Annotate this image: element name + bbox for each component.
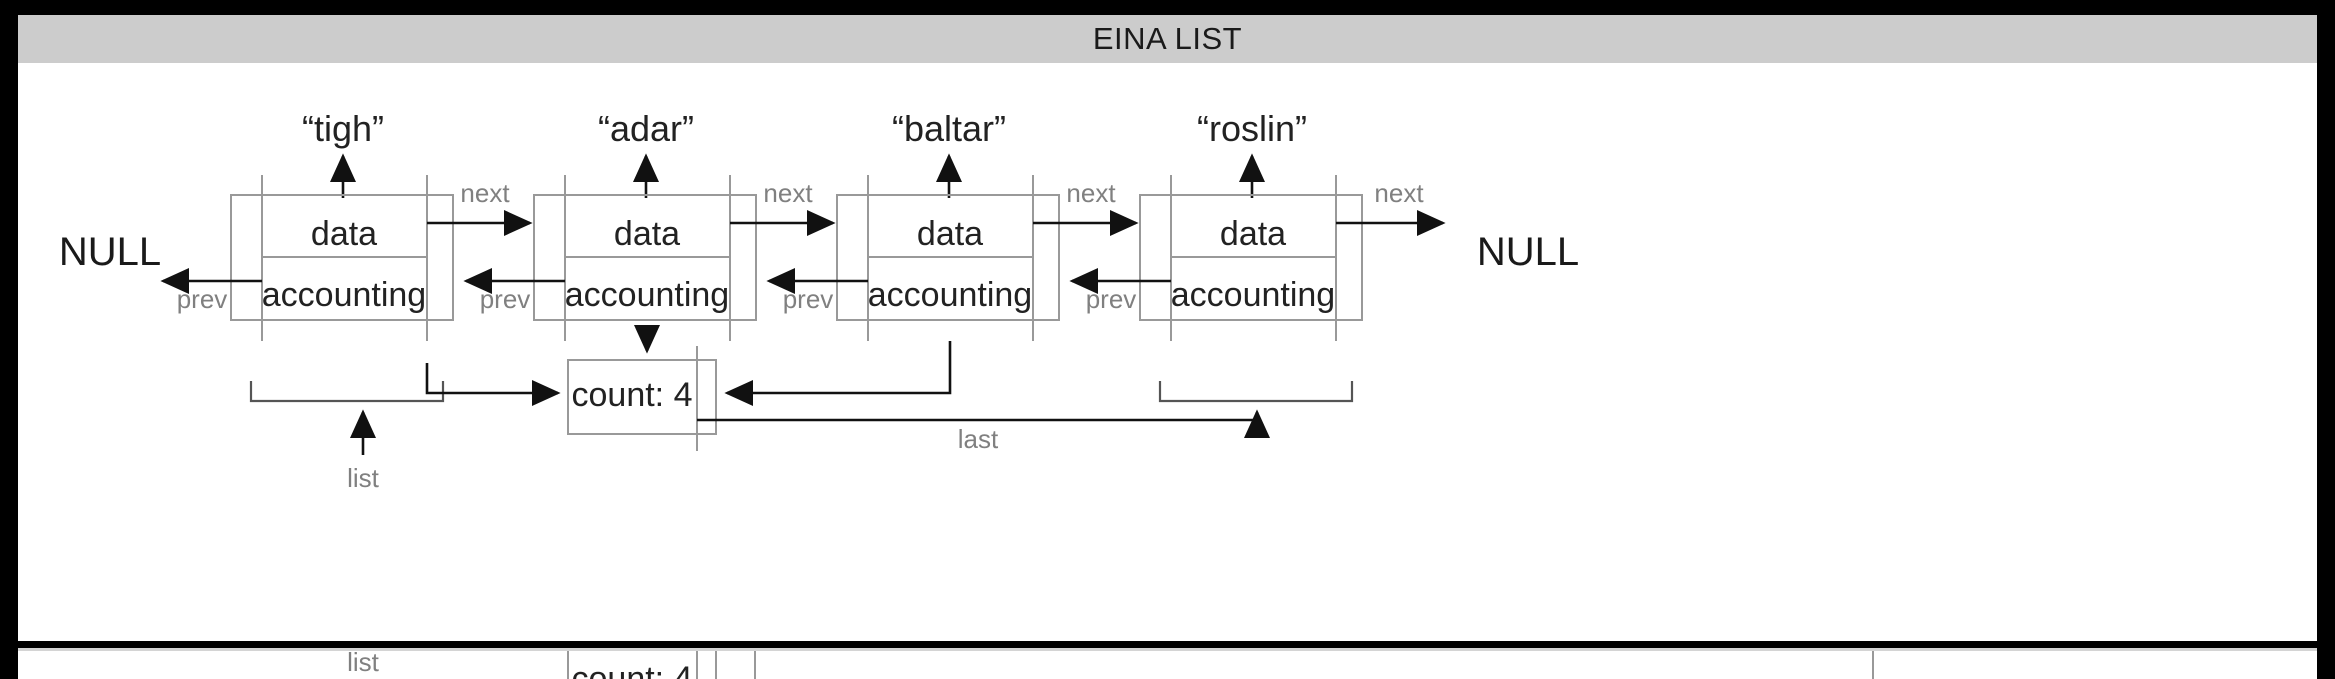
node-1-next-label: next <box>460 178 510 208</box>
node-1-prev-label: prev <box>177 284 228 314</box>
null-left-label: NULL <box>59 230 161 274</box>
node-1-box <box>230 194 454 321</box>
node-3-next-label: next <box>1066 178 1116 208</box>
node-1-accounting-arrow <box>425 363 561 406</box>
accounting-box <box>567 359 717 435</box>
node-3-accounting-arrow <box>724 341 952 406</box>
node-2-box <box>533 194 757 321</box>
slide-panel: EINA LIST <box>18 15 2317 641</box>
list-node-1: “tigh” data accounting <box>230 108 454 341</box>
node-3-data-label: data <box>917 215 983 253</box>
node-2-next-label: next <box>763 178 813 208</box>
node-4-accounting-label: accounting <box>1171 276 1335 314</box>
last-pointer-label: last <box>958 424 999 454</box>
node-4-value-label: “roslin” <box>1197 108 1307 149</box>
node-3-accounting-label: accounting <box>868 276 1032 314</box>
accounting-count-label: count: 4 <box>572 376 693 414</box>
next-slide-preview-strip: list count: 4 <box>18 648 2317 679</box>
page-title: EINA LIST <box>1092 21 1243 56</box>
node-1-bracket <box>249 381 445 403</box>
last-pointer-arrow <box>697 409 1270 438</box>
node-4-box <box>1139 194 1363 321</box>
node-2-accounting-label: accounting <box>565 276 729 314</box>
node-1-accounting-label: accounting <box>262 276 426 314</box>
diagram-canvas: “tigh” data accounting NULL prev next <box>18 63 2317 641</box>
node-4-bracket <box>1158 381 1354 403</box>
node-3-prev-label: prev <box>783 284 834 314</box>
list-pointer-label: list <box>347 463 380 493</box>
preview-list-label: list <box>347 648 380 677</box>
node-1-value-label: “tigh” <box>302 108 384 149</box>
node-4-next-label: next <box>1374 178 1424 208</box>
node-2-value-label: “adar” <box>598 108 694 149</box>
node-3-box <box>836 194 1060 321</box>
slide-title-bar: EINA LIST <box>18 15 2317 63</box>
list-node-4: “roslin” data accounting <box>1139 108 1363 341</box>
node-3-value-label: “baltar” <box>892 108 1006 149</box>
list-node-2: “adar” data accounting <box>533 108 757 341</box>
node-4-data-label: data <box>1220 215 1286 253</box>
null-right-label: NULL <box>1477 230 1579 274</box>
node-1-data-label: data <box>311 215 377 253</box>
node-2-data-label: data <box>614 215 680 253</box>
list-node-3: “baltar” data accounting <box>836 108 1060 341</box>
accounting-struct: count: 4 <box>567 346 717 451</box>
preview-count-label: count: 4 <box>572 660 693 679</box>
node-2-prev-label: prev <box>480 284 531 314</box>
node-4-prev-label: prev <box>1086 284 1137 314</box>
